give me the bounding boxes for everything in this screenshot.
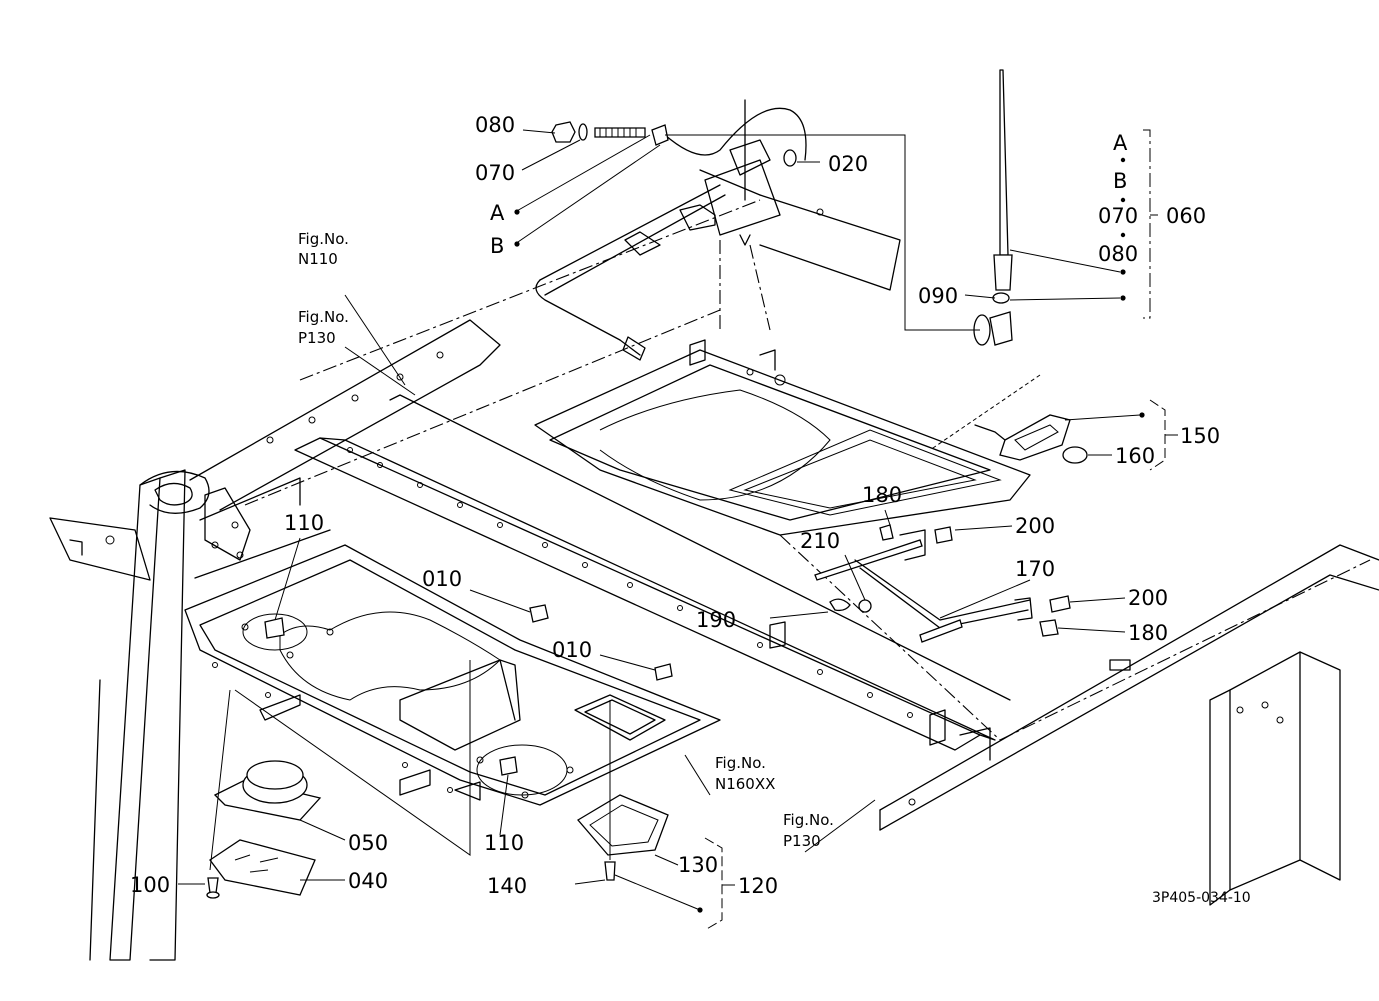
callout-020: 020 [828,152,868,176]
fig-ref-p130-bottom-label: Fig.No. [783,811,834,829]
callout-110-upper: 110 [284,511,324,535]
antenna-cable [535,99,807,361]
callout-110-lower: 110 [484,831,524,855]
fig-ref-p130-top-number: P130 [298,329,336,347]
cab-frame [49,169,1379,961]
callout-160: 160 [1115,444,1155,468]
callout-labels: 080 070 A B 020 060 090 150 160 180 200 … [130,113,1220,898]
headliner-panel [184,544,721,806]
callout-130: 130 [678,853,718,877]
callout-180-lower: 180 [1128,621,1168,645]
dome-light [577,794,669,881]
callout-190: 190 [696,608,736,632]
kit-item-080: 080 [1098,242,1138,266]
kit-item-a: A [1113,131,1128,155]
antenna [973,69,1013,346]
callout-080: 080 [475,113,515,137]
fig-ref-n160-number: N160XX [715,775,775,793]
callout-170: 170 [1015,557,1055,581]
figure-references: Fig.No. N110 Fig.No. P130 Fig.No. N160XX… [298,230,834,850]
kit-item-070: 070 [1098,204,1138,228]
callout-100: 100 [130,873,170,897]
diagram-code: 3P405-034-10 [1152,890,1251,906]
callout-050: 050 [348,831,388,855]
fig-ref-p130-bottom-number: P130 [783,832,821,850]
callout-200-lower: 200 [1128,586,1168,610]
callout-090: 090 [918,284,958,308]
callout-070: 070 [475,161,515,185]
callout-a: A [490,201,505,225]
callout-060: 060 [1166,204,1206,228]
callout-200-upper: 200 [1015,514,1055,538]
callout-120: 120 [738,874,778,898]
callout-010-upper: 010 [422,567,462,591]
visor-rods [769,524,1071,649]
kit-item-b: B [1113,169,1127,193]
speaker-left [206,760,322,899]
fig-ref-n110-label: Fig.No. [298,230,349,248]
callout-180-upper: 180 [862,483,902,507]
map-light [929,374,1088,464]
fasteners [264,604,673,776]
callout-140: 140 [487,874,527,898]
fig-ref-n110-number: N110 [298,250,338,268]
callout-010-lower: 010 [552,638,592,662]
fig-ref-p130-top-label: Fig.No. [298,308,349,326]
callout-210: 210 [800,529,840,553]
callout-040: 040 [348,869,388,893]
fig-ref-n160-label: Fig.No. [715,754,766,772]
callout-b: B [490,234,504,258]
callout-150: 150 [1180,424,1220,448]
kit-060-list: A B 070 080 [1098,131,1138,266]
antenna-hardware [551,121,797,167]
leader-lines [178,129,1178,931]
